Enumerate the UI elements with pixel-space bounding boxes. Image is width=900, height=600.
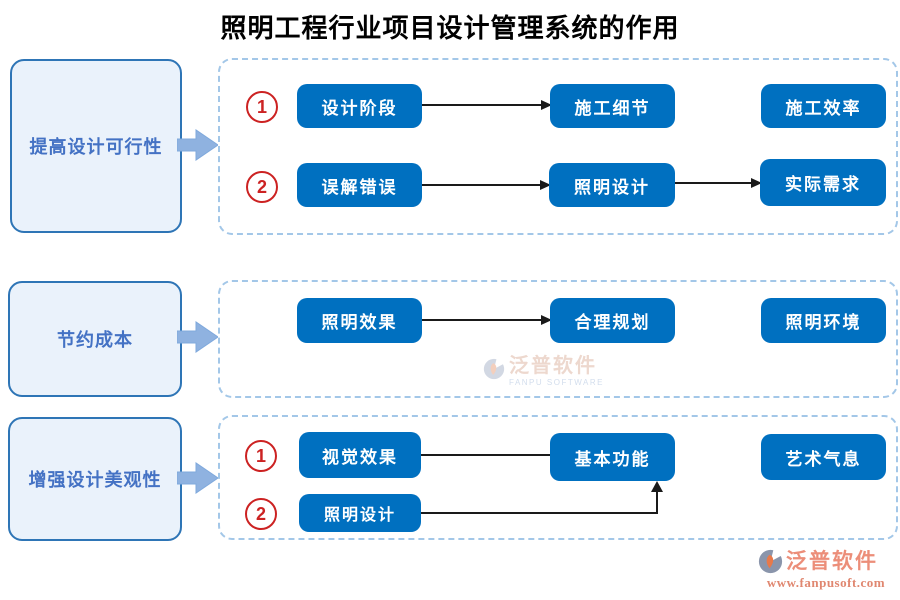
node-actual-demand: 实际需求 xyxy=(760,159,886,206)
category-box-feasibility: 提高设计可行性 xyxy=(10,59,182,233)
node-artistic-flavor: 艺术气息 xyxy=(761,434,886,480)
flow-elbow-horizontal xyxy=(421,512,658,514)
flow-arrow-design-to-detail xyxy=(422,100,552,110)
node-lighting-design-1: 照明设计 xyxy=(549,163,675,207)
node-basic-function: 基本功能 xyxy=(550,433,675,481)
step-badge-1-number: 1 xyxy=(256,96,267,117)
category-label-aesthetics: 增强设计美观性 xyxy=(28,470,162,490)
section-arrow-icon xyxy=(177,321,218,353)
node-construction-detail: 施工细节 xyxy=(550,84,675,128)
flow-line-visual-to-basic xyxy=(421,454,550,456)
category-box-cost-saving: 节约成本 xyxy=(8,281,182,397)
watermark-fanpu: 泛普软件 FANPU SOFTWARE xyxy=(483,356,604,387)
step-badge-4: 2 xyxy=(245,498,277,530)
watermark-icon xyxy=(483,358,505,380)
section-arrow-icon xyxy=(177,129,218,161)
node-lighting-effect: 照明效果 xyxy=(297,298,422,343)
node-construction-efficiency: 施工效率 xyxy=(761,84,886,128)
step-badge-3: 1 xyxy=(245,440,277,472)
flow-arrow-lighting-to-demand xyxy=(675,178,762,188)
category-label-feasibility: 提高设计可行性 xyxy=(29,137,163,157)
node-misunderstanding: 误解错误 xyxy=(297,163,422,207)
node-visual-effect: 视觉效果 xyxy=(299,432,421,478)
node-design-stage: 设计阶段 xyxy=(297,84,422,128)
section-arrow-icon xyxy=(177,462,218,494)
watermark-subtext: FANPU SOFTWARE xyxy=(509,378,604,387)
step-badge-2-number: 2 xyxy=(256,176,267,197)
step-badge-3-number: 1 xyxy=(255,445,266,466)
watermark-text: 泛普软件 xyxy=(509,355,597,377)
category-label-cost-saving: 节约成本 xyxy=(57,330,133,350)
node-lighting-design-2: 照明设计 xyxy=(299,494,421,532)
fanpu-logo-url: www.fanpusoft.com xyxy=(766,575,886,590)
flow-arrow-misunderstanding-to-lighting xyxy=(422,180,551,190)
category-box-aesthetics: 增强设计美观性 xyxy=(8,417,182,541)
flow-arrow-effect-to-planning xyxy=(422,315,552,325)
node-reasonable-planning: 合理规划 xyxy=(550,298,675,343)
fanpu-logo: 泛普软件 www.fanpusoft.com xyxy=(757,547,895,591)
fanpu-logo-icon xyxy=(758,549,784,574)
step-badge-1: 1 xyxy=(246,91,278,123)
step-badge-4-number: 2 xyxy=(255,503,266,524)
step-badge-2: 2 xyxy=(246,171,278,203)
flow-elbow-vertical-arrow xyxy=(651,481,663,513)
page-title: 照明工程行业项目设计管理系统的作用 xyxy=(220,14,680,43)
node-lighting-environment: 照明环境 xyxy=(761,298,886,343)
fanpu-logo-text: 泛普软件 xyxy=(786,549,878,573)
